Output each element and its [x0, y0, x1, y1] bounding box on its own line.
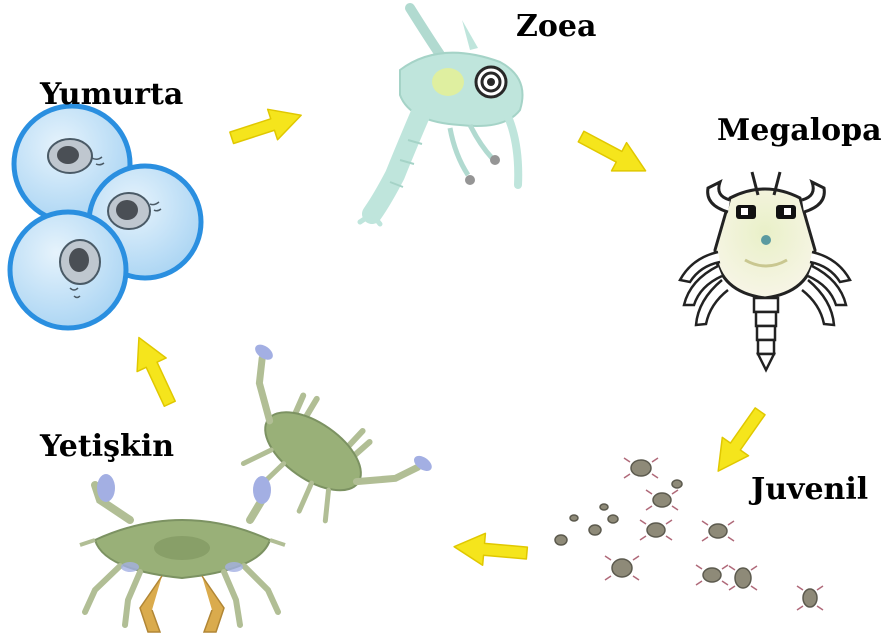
- zoea-illustration: [360, 8, 523, 224]
- megalopa-illustration: [680, 172, 850, 370]
- label-yumurta: Yumurta: [40, 80, 183, 110]
- adult-crabs-illustration: [80, 342, 435, 632]
- egg-bottom-left: [10, 212, 126, 328]
- label-megalopa: Megalopa: [717, 116, 882, 146]
- arrow-juvenil-to-yetiskin: [453, 531, 529, 569]
- egg-cluster-illustration: [10, 106, 201, 328]
- label-juvenil: Juvenil: [751, 475, 868, 505]
- adult-crab-front: [80, 474, 285, 632]
- label-yetiskin: Yetişkin: [40, 432, 174, 462]
- arrow-yumurta-to-zoea: [227, 100, 306, 153]
- arrow-zoea-to-megalopa: [574, 122, 653, 185]
- arrow-yetiskin-to-yumurta: [124, 331, 184, 411]
- arrow-megalopa-to-juvenil: [705, 402, 773, 480]
- label-zoea: Zoea: [516, 12, 596, 42]
- arrows: [124, 100, 773, 569]
